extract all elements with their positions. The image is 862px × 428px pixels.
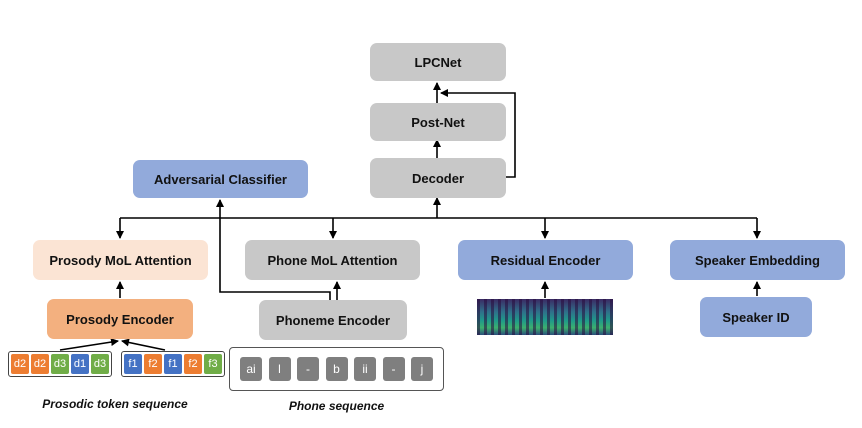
residual-encoder-block: Residual Encoder (458, 240, 633, 280)
mel-spectrogram-image (477, 299, 613, 335)
phone-sequence-caption: Phone sequence (288, 399, 385, 413)
duration-token: d1 (71, 354, 89, 374)
prosody-mol-attention-block: Prosody MoL Attention (33, 240, 208, 280)
duration-token: d3 (91, 354, 109, 374)
f0-token-group: f1 f2 f1 f2 f3 (121, 351, 225, 377)
phone-token: - (382, 357, 405, 381)
duration-token: d2 (11, 354, 29, 374)
phone-token: ai (240, 357, 262, 381)
speaker-id-block: Speaker ID (700, 297, 812, 337)
f0-token: f1 (124, 354, 142, 374)
lpcnet-block: LPCNet (370, 43, 506, 81)
duration-token-group: d2 d2 d3 d1 d3 (8, 351, 112, 377)
phone-mol-attention-block: Phone MoL Attention (245, 240, 420, 280)
phone-token: ii (354, 357, 376, 381)
decoder-block: Decoder (370, 158, 506, 198)
speaker-embedding-block: Speaker Embedding (670, 240, 845, 280)
duration-token: d3 (51, 354, 69, 374)
f0-token: f1 (164, 354, 182, 374)
prosodic-token-sequence-caption: Prosodic token sequence (42, 397, 188, 411)
phone-token: - (297, 357, 319, 381)
f0-token: f3 (204, 354, 222, 374)
f0-token: f2 (144, 354, 162, 374)
phone-token: l (268, 357, 291, 381)
f0-token: f2 (184, 354, 202, 374)
phoneme-encoder-block: Phoneme Encoder (259, 300, 407, 340)
duration-token: d2 (31, 354, 49, 374)
phone-token: j (411, 357, 433, 381)
prosody-encoder-block: Prosody Encoder (47, 299, 193, 339)
adversarial-classifier-block: Adversarial Classifier (133, 160, 308, 198)
phone-sequence-box: ai l - b ii - j (229, 347, 444, 391)
postnet-block: Post-Net (370, 103, 506, 141)
phone-token: b (325, 357, 348, 381)
